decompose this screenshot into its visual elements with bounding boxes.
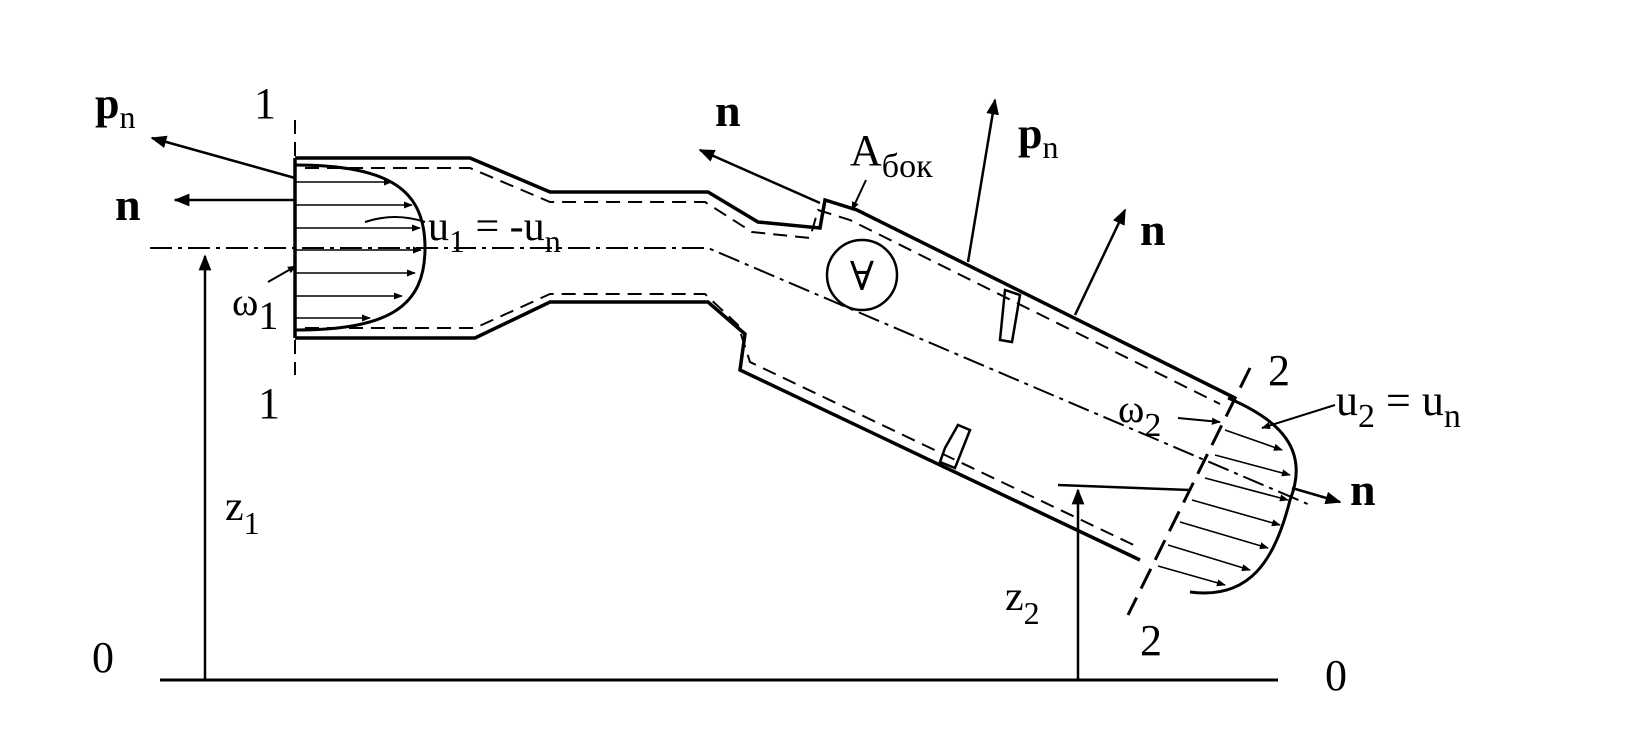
omega2-leader	[1177, 417, 1221, 425]
label-section1-top: 1	[254, 79, 276, 128]
label-pn-left: pn	[95, 79, 135, 135]
label-n-mid: n	[715, 85, 741, 136]
n-outlet-arrow	[1291, 486, 1342, 505]
omega1-leader	[267, 265, 297, 283]
label-omega2: ω2	[1118, 386, 1161, 444]
label-a-bok: Aбок	[850, 126, 933, 185]
control-volume-circle	[825, 238, 899, 312]
n-right-upper-arrow	[1073, 208, 1127, 316]
label-u1-equation: u1 = -un	[428, 204, 561, 259]
label-u2-equation: u2 = un	[1336, 376, 1461, 435]
label-n-right-upper: n	[1140, 204, 1166, 255]
pn-left-arrow	[150, 135, 296, 180]
label-pn-right: pn	[1018, 109, 1058, 165]
label-section2-top: 2	[1268, 346, 1290, 395]
label-n-left: n	[115, 179, 141, 230]
pipe-centerline	[150, 247, 1311, 506]
label-z2: z2	[1005, 574, 1040, 631]
label-section1-bottom: 1	[258, 379, 280, 428]
label-zero-right: 0	[1325, 651, 1347, 700]
inlet-velocity-profile	[294, 163, 427, 332]
outlet-velocity-profile	[1157, 396, 1336, 595]
label-zero-left: 0	[92, 633, 114, 682]
n-mid-arrow	[698, 148, 821, 205]
pn-right-arrow	[966, 98, 999, 263]
z2-reference-line	[1057, 483, 1191, 492]
label-n-outlet: n	[1350, 464, 1376, 515]
section-2-line	[1126, 367, 1252, 616]
label-z1: z1	[225, 484, 260, 541]
label-omega1: ω1	[232, 279, 278, 338]
label-section2-bottom: 2	[1140, 616, 1162, 665]
control-surface	[305, 167, 1221, 549]
a-bok-leader	[851, 179, 867, 211]
label-volume-symbol: ∀	[850, 254, 874, 299]
